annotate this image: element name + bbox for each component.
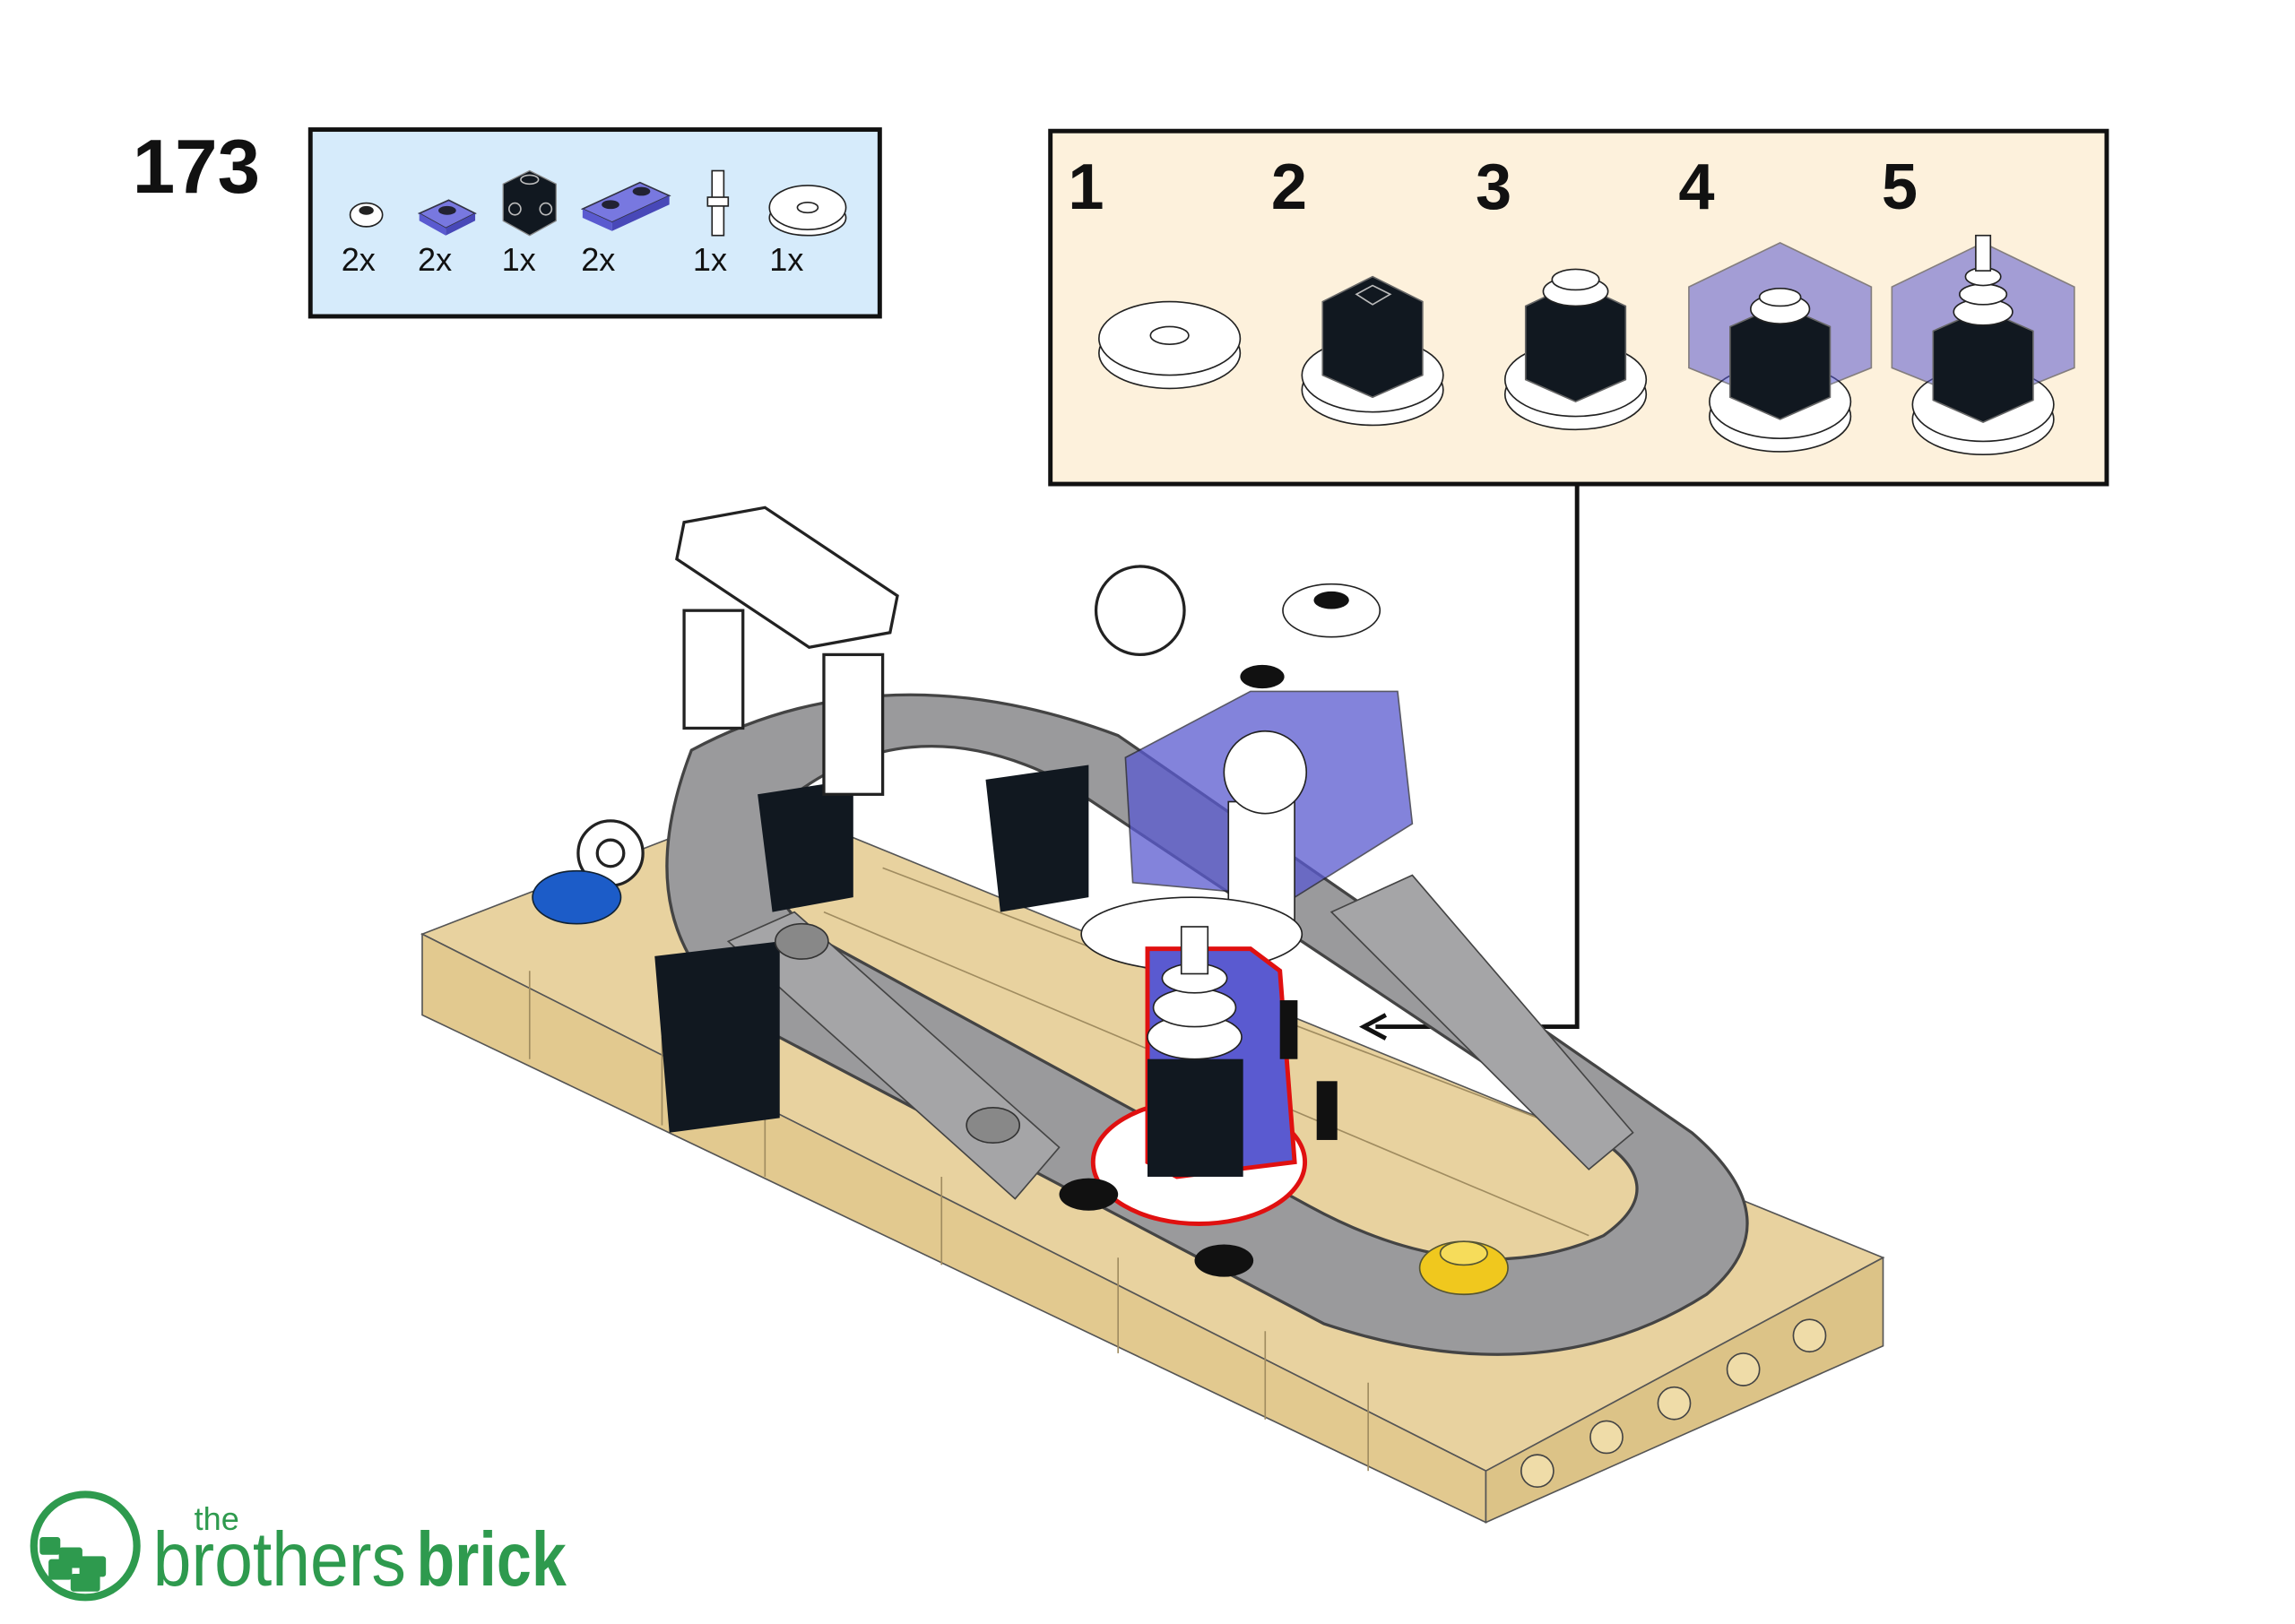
white-arch bbox=[576, 505, 1186, 887]
part-black-brick-side-studs: 1x bbox=[502, 169, 557, 278]
substep-3-image bbox=[1503, 268, 1648, 431]
substep-4-image bbox=[1688, 242, 1873, 453]
part-round-plate-clip: 2x bbox=[342, 202, 384, 278]
part-white-pin: 1x bbox=[693, 169, 730, 278]
substep-number: 3 bbox=[1476, 151, 1511, 223]
substep-number: 2 bbox=[1271, 151, 1307, 223]
substep-number: 1 bbox=[1068, 151, 1104, 223]
substep-5-image bbox=[1891, 234, 2075, 456]
new-parts-highlight bbox=[1090, 926, 1338, 1226]
parts-list: 2x 2x 1x 2x 1x 1x bbox=[307, 127, 882, 319]
part-round-tile-2x2-hole: 1x bbox=[768, 185, 847, 278]
substep-1-image bbox=[1098, 300, 1242, 390]
part-trans-blue-plate-1x1: 2x bbox=[417, 199, 477, 278]
callout-arrow-icon bbox=[1359, 1013, 1388, 1041]
substep-number: 4 bbox=[1678, 151, 1714, 223]
substep-2-image bbox=[1301, 275, 1444, 427]
svg-text:brick: brick bbox=[416, 1517, 567, 1602]
part-qty: 2x bbox=[581, 241, 615, 278]
gray-diagonal-plate bbox=[1329, 874, 1634, 1170]
part-qty: 2x bbox=[342, 241, 376, 278]
substep-callout: 1 2 3 4 5 bbox=[1048, 128, 2109, 487]
part-qty: 2x bbox=[418, 241, 452, 278]
substep-number: 5 bbox=[1882, 151, 1918, 223]
brothers-brick-logo: the brothers brick bbox=[30, 1490, 567, 1602]
part-trans-blue-plate-1x2: 2x bbox=[580, 181, 671, 278]
step-number: 173 bbox=[133, 125, 260, 210]
svg-text:brothers: brothers bbox=[153, 1517, 406, 1602]
part-qty: 1x bbox=[769, 241, 803, 278]
model-illustration bbox=[420, 505, 1885, 1524]
side-studs bbox=[1520, 1318, 1827, 1489]
svg-text:the: the bbox=[195, 1500, 239, 1537]
blue-round-plate bbox=[532, 869, 622, 925]
part-qty: 1x bbox=[693, 241, 727, 278]
part-qty: 1x bbox=[502, 241, 536, 278]
